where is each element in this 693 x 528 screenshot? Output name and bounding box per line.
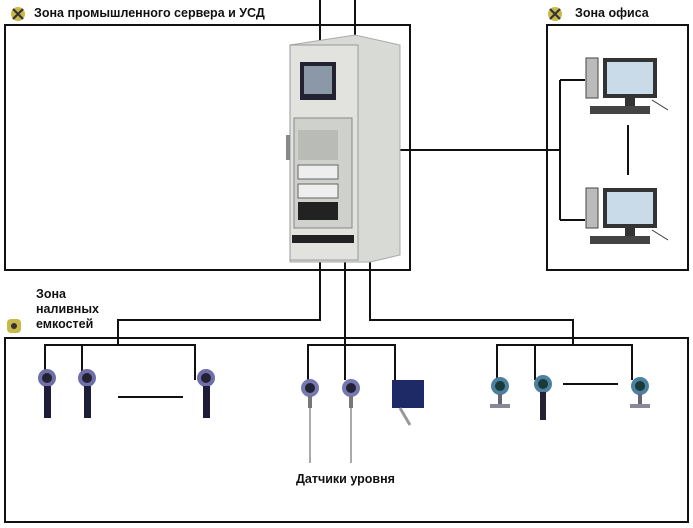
bus-line-group-3 [369, 262, 633, 385]
tank-zone-label-line-2: наливных [36, 302, 99, 316]
level-sensors-label: Датчики уровня [296, 472, 395, 486]
office-pc-2 [585, 187, 669, 244]
level-sensors-group [301, 379, 424, 463]
office-zone-frame [546, 24, 689, 271]
tank-zone-label: Зона наливных емкостей [36, 287, 99, 332]
office-link-lines [400, 79, 629, 221]
uplink-lines [319, 0, 356, 40]
pressure-sensors-group-1 [38, 369, 215, 418]
hazard-zone-icon [548, 7, 562, 21]
bus-line-group-2 [307, 262, 396, 380]
office-zone-label: Зона офиса [575, 6, 649, 20]
tank-zone-label-line-3: емкостей [36, 317, 94, 331]
server-cabinet [286, 34, 401, 263]
tank-zone-frame [4, 337, 689, 523]
office-pc-1 [585, 57, 669, 114]
bus-line-group-1 [44, 262, 321, 398]
tank-zone-label-line-1: Зона [36, 287, 66, 301]
explosion-zone-icon [7, 319, 21, 333]
hazard-zone-icon [11, 7, 25, 21]
server-zone-label: Зона промышленного сервера и УСД [34, 6, 265, 20]
server-zone-frame [4, 24, 411, 271]
pressure-sensors-group-3 [490, 375, 650, 420]
